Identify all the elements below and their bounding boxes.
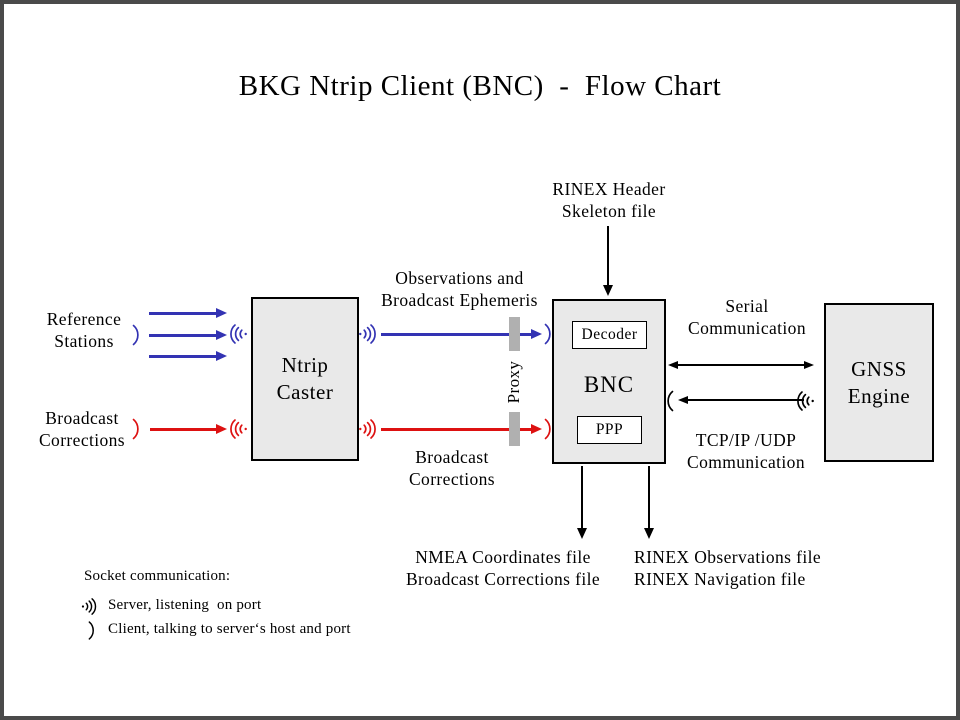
client-socket-icon xyxy=(544,418,551,440)
server-socket-icon xyxy=(230,324,247,344)
server-socket-icon xyxy=(230,419,247,439)
reference-stations-label: Reference Stations xyxy=(46,309,122,351)
proxy-label: Proxy xyxy=(504,360,523,404)
legend-server-label: Server, listening on port xyxy=(108,597,262,613)
reference-stream-arrow-1 xyxy=(149,308,227,318)
client-socket-icon xyxy=(132,418,139,440)
nmea-output-arrow xyxy=(576,466,588,539)
ppp-box: PPP xyxy=(577,416,642,444)
broadcast-corrections-input-label: Broadcast Corrections xyxy=(38,408,126,450)
corrections-input-arrow xyxy=(150,424,227,434)
gnss-engine-box: GNSS Engine xyxy=(824,303,934,462)
observations-ephemeris-label: Observations and Broadcast Ephemeris xyxy=(381,268,538,310)
bnc-label: BNC xyxy=(583,372,635,397)
legend-title: Socket communication: xyxy=(84,568,231,584)
serial-communication-arrow xyxy=(668,360,814,370)
corrections-stream-arrow xyxy=(381,424,542,434)
broadcast-corrections-stream-label: Broadcast Corrections xyxy=(408,447,496,489)
server-socket-icon xyxy=(359,419,376,439)
skeleton-file-arrow xyxy=(602,226,614,296)
rinex-output-arrow xyxy=(643,466,655,539)
bnc-box: Decoder BNC PPP xyxy=(552,299,666,464)
reference-stream-arrow-3 xyxy=(149,351,227,361)
ntrip-caster-box: Ntrip Caster xyxy=(251,297,359,461)
nmea-output-label: NMEA Coordinates file Broadcast Correcti… xyxy=(405,547,601,589)
client-socket-icon xyxy=(667,390,674,412)
server-socket-icon xyxy=(797,391,814,411)
client-socket-icon xyxy=(132,324,139,346)
rinex-output-label: RINEX Observations file RINEX Navigation… xyxy=(634,547,822,589)
server-socket-icon xyxy=(81,598,97,615)
rinex-header-skeleton-label: RINEX Header Skeleton file xyxy=(552,179,666,221)
legend-client-label: Client, talking to server‘s host and por… xyxy=(108,621,351,637)
reference-stream-arrow-2 xyxy=(149,330,227,340)
client-socket-icon xyxy=(88,621,94,640)
decoder-box: Decoder xyxy=(572,321,647,349)
tcp-communication-label: TCP/IP /UDP Communication xyxy=(687,430,805,472)
observations-stream-arrow xyxy=(381,329,542,339)
proxy-bar-top xyxy=(509,317,520,351)
proxy-bar-bottom xyxy=(509,412,520,446)
serial-communication-label: Serial Communication xyxy=(688,296,806,338)
tcp-communication-arrow xyxy=(678,395,804,405)
client-socket-icon xyxy=(544,323,551,345)
page-title: BKG Ntrip Client (BNC) - Flow Chart xyxy=(238,70,722,102)
server-socket-icon xyxy=(359,324,376,344)
